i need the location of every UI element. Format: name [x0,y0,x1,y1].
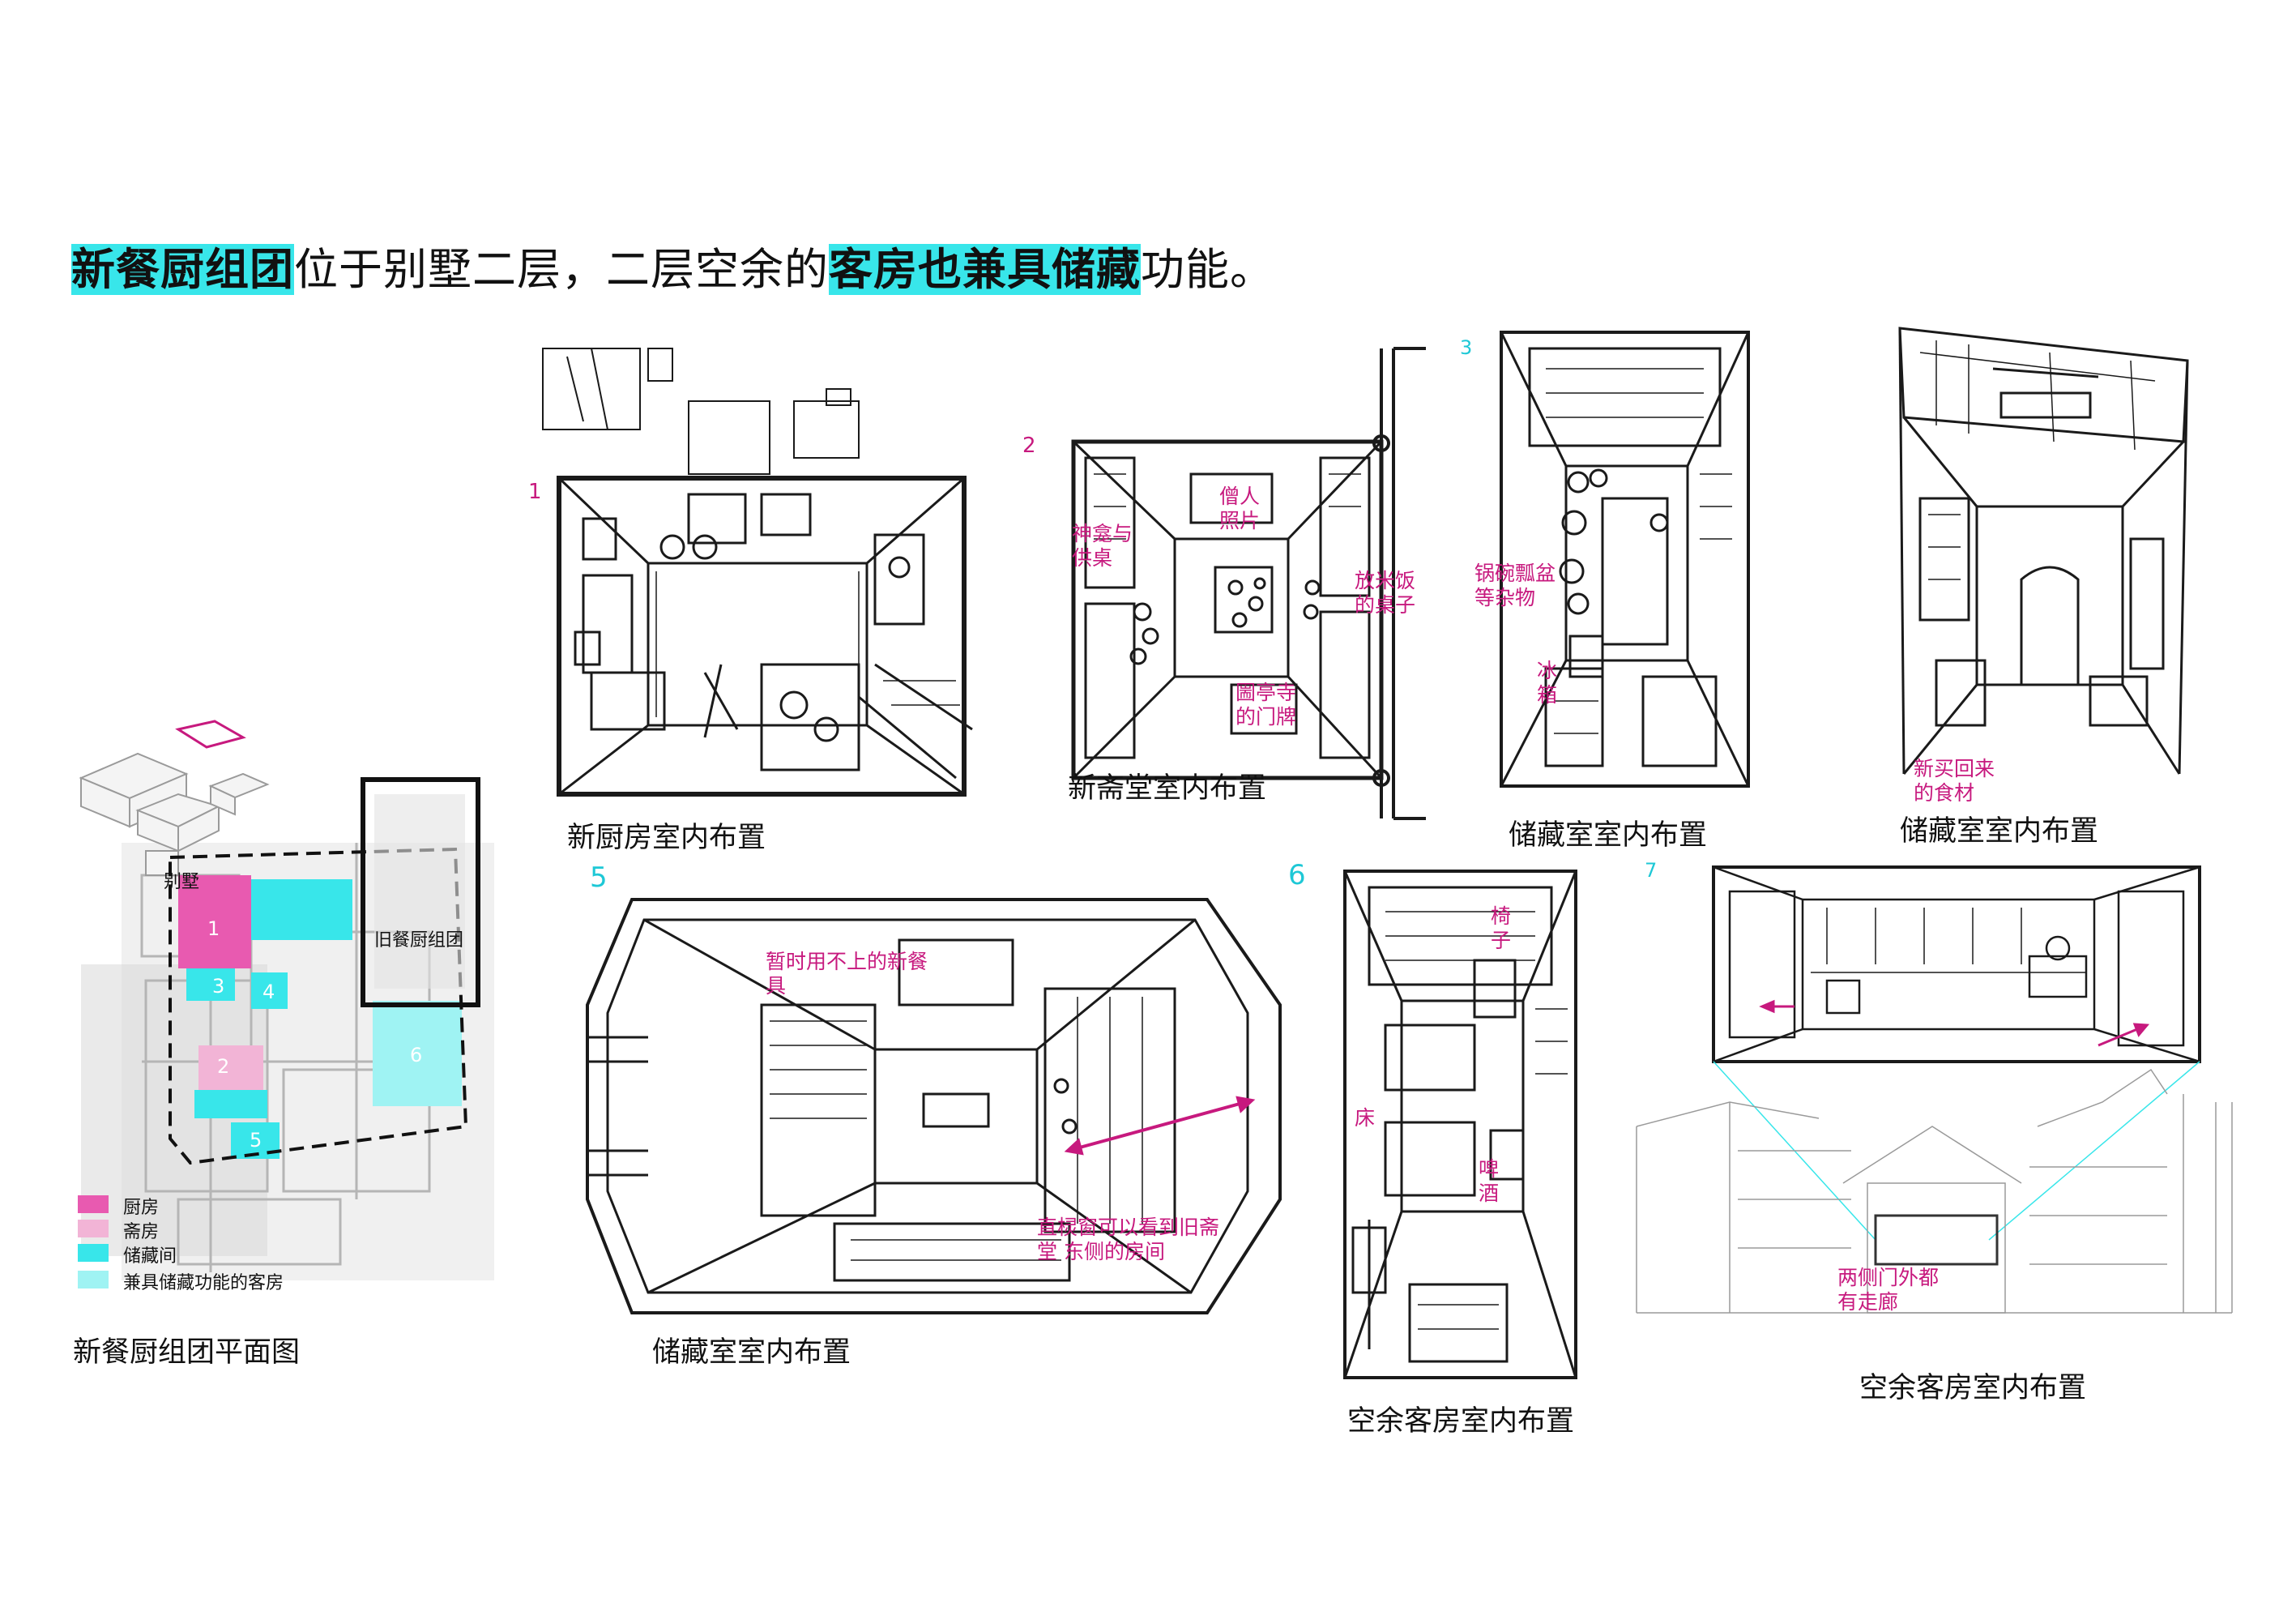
sketch-4-drawing [1898,327,2189,775]
legend-swatch-kitchen [78,1195,109,1213]
sketch-2-caption: 新斋堂室内布置 [1068,772,1267,805]
sketch-7-caption: 空余客房室内布置 [1859,1372,2087,1404]
plan-label-old-kitchen: 旧餐厨组团 [374,930,464,951]
sketch-3-drawing [1500,331,1750,788]
sketch-6-anno-chair: 椅 子 [1491,904,1512,952]
plan-room-6: 6 [410,1044,423,1066]
sketch-1-caption: 新厨房室内布置 [567,822,766,854]
sketch-4-caption: 储藏室室内布置 [1900,815,2099,848]
sketch-4-anno-new-food: 新买回来 的食材 [1914,757,1995,805]
sketch-5-caption: 储藏室室内布置 [652,1336,851,1369]
sketch-2-anno-temple-plaque: 圌亭寺 的门牌 [1235,681,1297,729]
sketch-1-drawing [542,348,973,797]
sketch-1-number: 1 [528,480,542,504]
plan-room-4: 4 [262,981,275,1003]
plan-room-2: 2 [217,1055,230,1078]
sketch-3-anno-pots: 锅碗瓢盆 等杂物 [1474,562,1556,609]
title-text-1: 位于别墅二层，二层空余的 [294,244,829,295]
plan-room-5: 5 [250,1129,262,1152]
title-highlight-2: 客房也兼具储藏 [829,244,1141,295]
site-plan-drawing [79,720,494,1280]
sketch-5-number: 5 [590,861,608,894]
sketch-7-anno-corridor: 两侧门外都 有走廊 [1837,1266,1940,1314]
sketch-2-drawing [1071,347,1426,820]
sketch-6-drawing [1343,870,1577,1379]
sketch-2-number: 2 [1022,434,1036,458]
sketch-7-number: 7 [1645,859,1658,882]
sketch-3-caption: 储藏室室内布置 [1509,819,1708,852]
sketch-6-caption: 空余客房室内布置 [1347,1405,1575,1438]
sketch-2-anno-rice-table: 放米饭 的桌子 [1355,569,1416,617]
legend-label-guest: 兼具储藏功能的客房 [123,1273,284,1293]
sketch-5-anno-lattice-window: 直棂窗可以看到旧斋 堂 东侧的房间 [1037,1216,1220,1263]
sketch-3-anno-fridge: 冰 箱 [1537,659,1558,707]
title-text-2: 功能。 [1141,244,1274,295]
page-title: 新餐厨组团位于别墅二层，二层空余的客房也兼具储藏功能。 [71,233,1274,297]
sketch-5-drawing [586,898,1282,1314]
sketch-3-number: 3 [1460,336,1473,359]
sketch-2-anno-altar: 神龛与 供桌 [1072,522,1133,570]
site-plan: 别墅 旧餐厨组团 1 2 3 4 5 6 厨房 斋房 储藏间 兼具储藏功能的客房 [49,713,502,1313]
title-highlight-1: 新餐厨组团 [71,244,294,295]
plan-caption: 新餐厨组团平面图 [73,1336,301,1369]
sketch-2-anno-monk-photo: 僧人 照片 [1219,485,1261,532]
legend-swatch-guest [78,1271,109,1289]
legend-swatch-study [78,1220,109,1237]
plan-room-1: 1 [207,917,220,940]
sketch-6-number: 6 [1288,859,1306,891]
sketch-6-anno-beer: 啤 酒 [1479,1157,1500,1205]
legend-swatch-storage [78,1244,109,1262]
plan-room-3: 3 [212,975,225,998]
sketch-5-anno-new-tableware: 暂时用不上的新餐 具 [766,950,928,998]
legend-label-storage: 储藏间 [123,1246,177,1267]
sketch-7-drawing [1636,865,2233,1314]
legend-label-kitchen: 厨房 [123,1198,160,1218]
sketch-6-anno-bed: 床 [1355,1106,1376,1130]
legend-label-study: 斋房 [123,1222,160,1242]
plan-label-villa: 别墅 [164,872,200,892]
